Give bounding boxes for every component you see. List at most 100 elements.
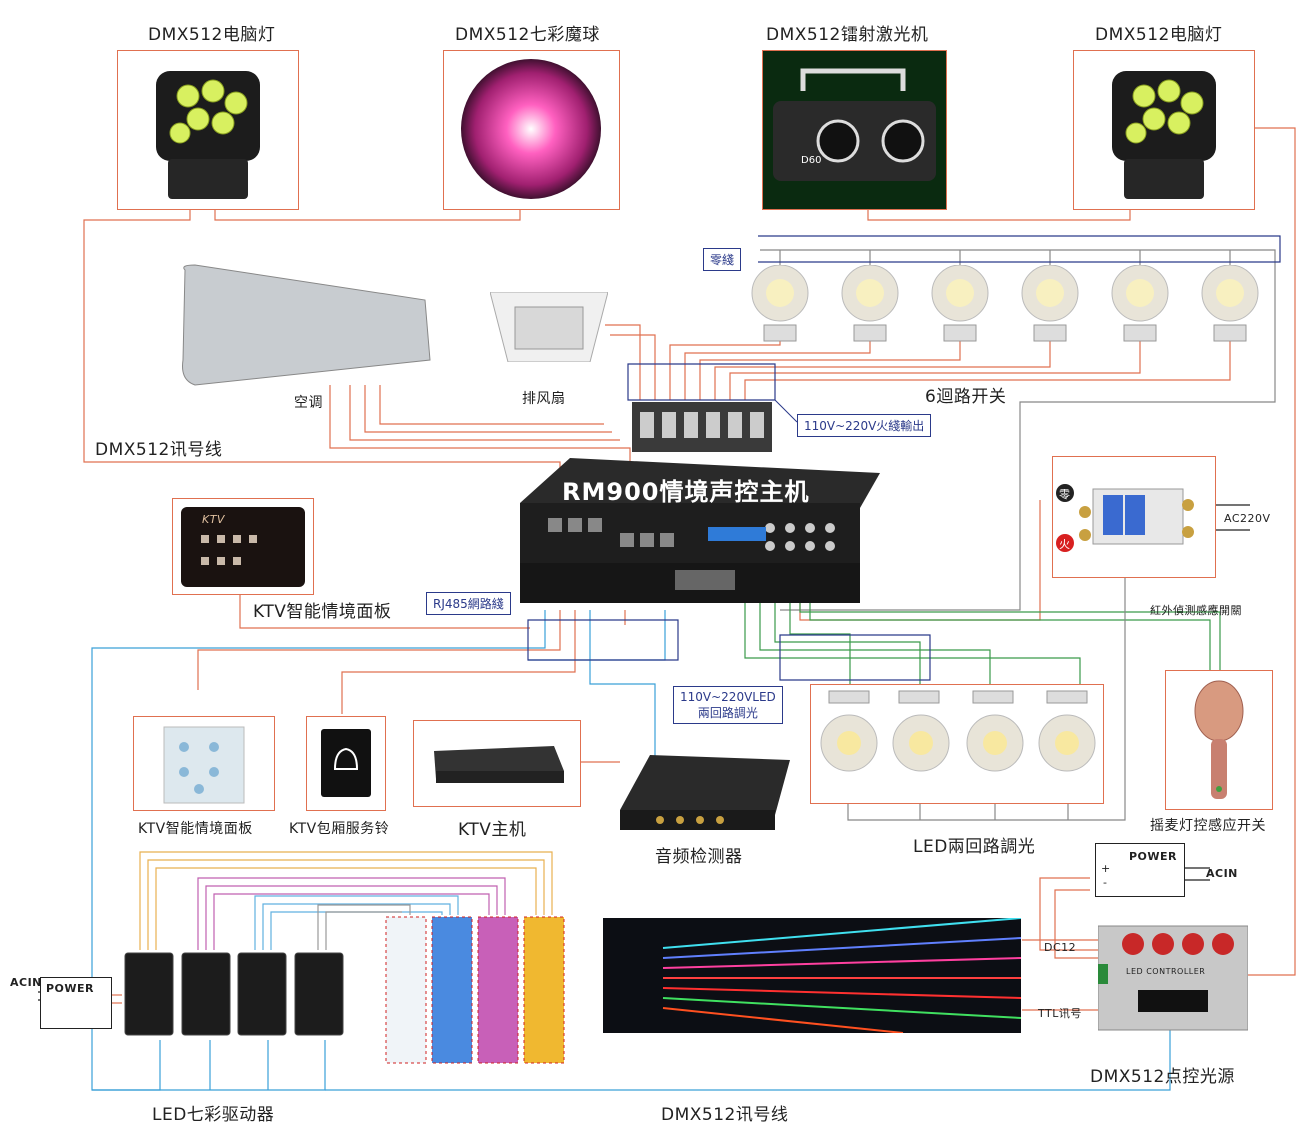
label-moving-head-right: DMX512电脑灯 <box>1095 25 1223 45</box>
controller-label: LED CONTROLLER <box>1126 967 1206 976</box>
led-driver-boxes-icon <box>124 952 344 1036</box>
driver-bundle-orange <box>139 851 553 950</box>
label-ttl: TTL讯号 <box>1038 1007 1082 1020</box>
service-bell-frame <box>306 716 386 811</box>
aircon-wire-3 <box>364 385 612 433</box>
ktv-host-icon <box>434 746 564 783</box>
tag-live-out: 110V~220V火綫輸出 <box>797 414 932 437</box>
laser-projector-icon: D60 <box>763 51 946 209</box>
power-right-frame <box>1095 843 1185 897</box>
power-left-frame <box>40 977 112 1029</box>
dmx-wire-laser <box>867 208 1131 221</box>
tag-rj485: RJ485網路綫 <box>426 592 511 615</box>
dmx-wire-ball <box>214 208 521 221</box>
downlight-icon <box>841 265 899 342</box>
label-led-driver: LED七彩驱动器 <box>152 1105 275 1125</box>
rj485-wire-panel <box>239 595 530 629</box>
label-ktv-panel-top: KTV智能情境面板 <box>253 602 392 622</box>
label-ktv-host: KTV主机 <box>458 820 527 840</box>
tag-led-dim-line2: 兩回路調光 <box>697 706 758 720</box>
air-conditioner-icon <box>182 264 431 386</box>
driver-bundle-pink <box>197 877 506 950</box>
moving-head-left-frame <box>117 50 299 210</box>
label-six-way-switch: 6迴路开关 <box>925 387 1007 407</box>
tag-neutral: 零綫 <box>703 248 742 271</box>
aircon-wire-4 <box>379 385 604 425</box>
label-mic-sensor: 摇麦灯控感应开关 <box>1150 818 1266 834</box>
zero-symbol: 零 <box>1059 488 1071 501</box>
rj485-blue <box>589 610 656 760</box>
label-service-bell: KTV包厢服务铃 <box>289 821 390 837</box>
tag-led-dim: 110V~220VLED 兩回路調光 <box>673 686 783 724</box>
downlight-icon <box>1021 265 1079 342</box>
touch-panel-icon <box>163 726 245 804</box>
label-audio-detector: 音频检测器 <box>655 847 743 867</box>
power-left-label: POWER <box>46 982 95 995</box>
label-ac220: AC220V <box>1224 512 1271 525</box>
label-moving-head-left: DMX512电脑灯 <box>148 25 276 45</box>
dmx-wire-right <box>1240 127 1296 976</box>
ktv-panel-bottom-frame <box>133 716 275 811</box>
acin-left-label: ACIN <box>10 976 42 989</box>
driver-bundle-blue <box>254 895 459 950</box>
label-dmx-signal-top: DMX512讯号线 <box>95 440 223 460</box>
magic-ball-frame <box>443 50 620 210</box>
downlight-icon <box>1111 265 1169 342</box>
aircon-wire-2 <box>349 385 620 441</box>
fire-symbol: 火 <box>1059 538 1071 551</box>
downlight-icon <box>1201 265 1259 342</box>
zero-symbol-bg <box>1056 484 1074 502</box>
label-ir-switch: 紅外偵測感應開關 <box>1150 604 1242 617</box>
tag-led-dim-line1: 110V~220VLED <box>680 690 776 704</box>
exhaust-fan-icon <box>490 292 608 362</box>
audio-detector-icon <box>620 755 790 830</box>
fan-wire-2 <box>610 334 656 400</box>
downlight-icon <box>751 265 809 342</box>
label-dc12: DC12 <box>1044 941 1077 954</box>
acin-right-label: ACIN <box>1206 867 1238 880</box>
label-air-conditioner: 空调 <box>294 395 323 411</box>
tag-live-out-pointer <box>775 399 798 423</box>
downlight-group-icon <box>820 690 1096 772</box>
led-two-circuit-frame <box>810 684 1104 804</box>
fan-wire <box>605 324 641 400</box>
label-laser: DMX512镭射激光机 <box>766 25 929 45</box>
led-controller-icon <box>1098 925 1248 1031</box>
ktv-panel-top-frame <box>172 498 314 595</box>
plus-sign: + <box>1101 862 1111 875</box>
moving-head-right-frame <box>1073 50 1255 210</box>
host-display-screen <box>708 527 766 541</box>
minus-sign: - <box>1103 876 1108 889</box>
label-led-two-circuit: LED兩回路調光 <box>913 837 1036 857</box>
power-right-label: POWER <box>1129 850 1178 863</box>
label-magic-ball: DMX512七彩魔球 <box>455 25 600 45</box>
label-ktv-panel-bottom: KTV智能情境面板 <box>138 821 253 837</box>
downlight-icon <box>931 265 989 342</box>
neutral-wire <box>760 249 1276 611</box>
ktv-smart-panel-icon <box>181 507 305 587</box>
bell-icon <box>321 729 371 797</box>
relay-terminal-icon <box>632 402 772 452</box>
magic-ball-icon <box>461 59 601 199</box>
circuit-breaker-icon <box>1079 488 1194 545</box>
pixel-light-strips-image <box>603 918 1021 1033</box>
led-strip-samples-icon <box>385 916 565 1064</box>
label-host-controller: RM900情境声控主机 <box>562 478 810 506</box>
label-dmx-signal-bottom: DMX512讯号线 <box>661 1105 789 1125</box>
aircon-wire-1 <box>329 385 631 470</box>
moving-head-light-icon <box>156 71 260 199</box>
label-exhaust-fan: 排风扇 <box>522 391 566 407</box>
fire-symbol-bg <box>1056 534 1074 552</box>
driver-bundle-white <box>317 904 411 950</box>
moving-head-light-icon <box>1112 71 1216 199</box>
microphone-icon <box>1194 680 1244 799</box>
breaker-frame <box>1052 456 1216 578</box>
host-controller-icon <box>520 458 880 603</box>
mic-wire-1 <box>744 580 1081 690</box>
ktv-host-frame <box>413 720 581 807</box>
laser-model: D60 <box>801 155 821 166</box>
switch-feed <box>669 340 781 400</box>
mic-sensor-frame <box>1165 670 1273 810</box>
ktv-logo: KTV <box>202 513 225 526</box>
